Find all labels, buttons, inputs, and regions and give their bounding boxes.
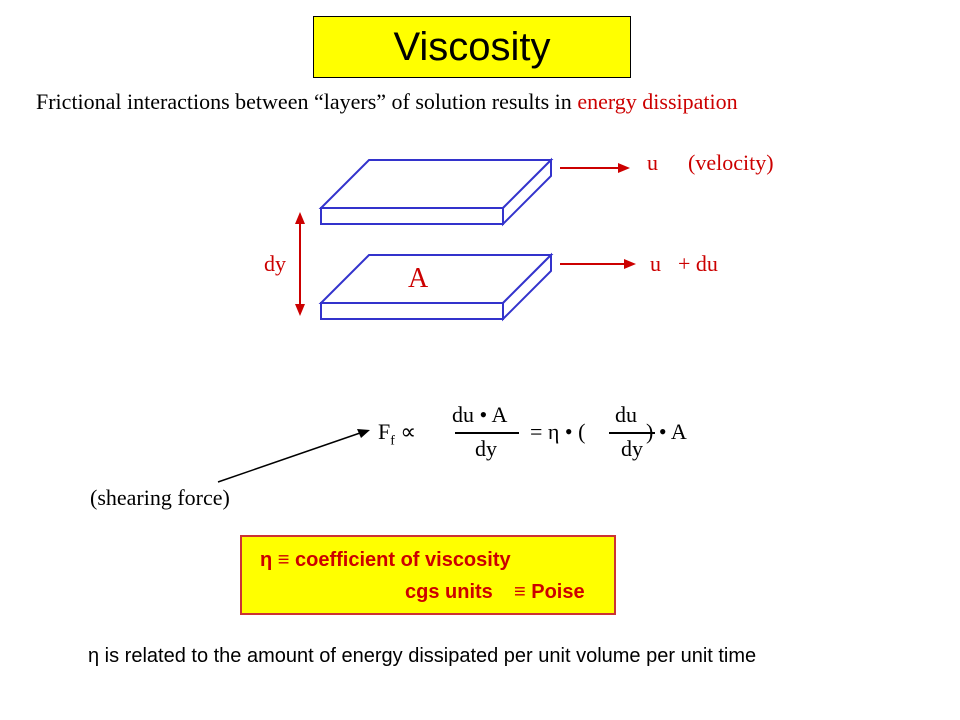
page-title: Viscosity xyxy=(393,25,551,69)
proportional-symbol: ∝ xyxy=(400,419,417,444)
shearing-force-label: (shearing force) xyxy=(90,485,230,510)
dy-arrow xyxy=(295,212,305,316)
definition-line1: η ≡ coefficient of viscosity xyxy=(260,549,511,571)
equals-eta: = η • ( xyxy=(530,419,586,444)
gap-label: dy xyxy=(264,251,286,276)
area-label: A xyxy=(408,263,429,294)
top-velocity-arrow xyxy=(560,163,630,173)
force-symbol: F xyxy=(378,419,391,444)
subtitle-highlight: energy dissipation xyxy=(577,89,738,114)
bottom-plate xyxy=(318,252,554,322)
definition-units-value: ≡ Poise xyxy=(514,581,585,603)
fraction1-bar xyxy=(455,432,519,434)
title-box: Viscosity xyxy=(313,16,631,78)
top-velocity-desc: (velocity) xyxy=(688,150,774,175)
subtitle: Frictional interactions between “layers”… xyxy=(36,89,738,115)
definition-units-label: cgs units xyxy=(405,581,493,603)
force-subscript: f xyxy=(390,433,395,449)
fraction1-denominator: dy xyxy=(475,436,497,461)
bottom-velocity-arrow xyxy=(560,259,636,269)
top-plate xyxy=(318,157,554,227)
definition-box: η ≡ coefficient of viscosity cgs units ≡… xyxy=(240,535,616,615)
subtitle-prefix: Frictional interactions between “layers”… xyxy=(36,89,578,114)
fraction2-bar xyxy=(609,432,655,434)
fraction2-numerator: du xyxy=(615,402,637,427)
top-velocity-symbol: u xyxy=(647,150,658,175)
fraction1-numerator: du • A xyxy=(452,402,508,427)
bottom-velocity-symbol: u xyxy=(650,251,661,276)
formula-tail: ) • A xyxy=(646,419,687,444)
fraction2-denominator: dy xyxy=(621,436,643,461)
bottom-velocity-rest: + du xyxy=(678,251,718,276)
shearing-force-arrow xyxy=(217,429,370,483)
friction-force: Ff ∝ xyxy=(378,419,416,449)
eta-note: η is related to the amount of energy dis… xyxy=(88,645,757,667)
